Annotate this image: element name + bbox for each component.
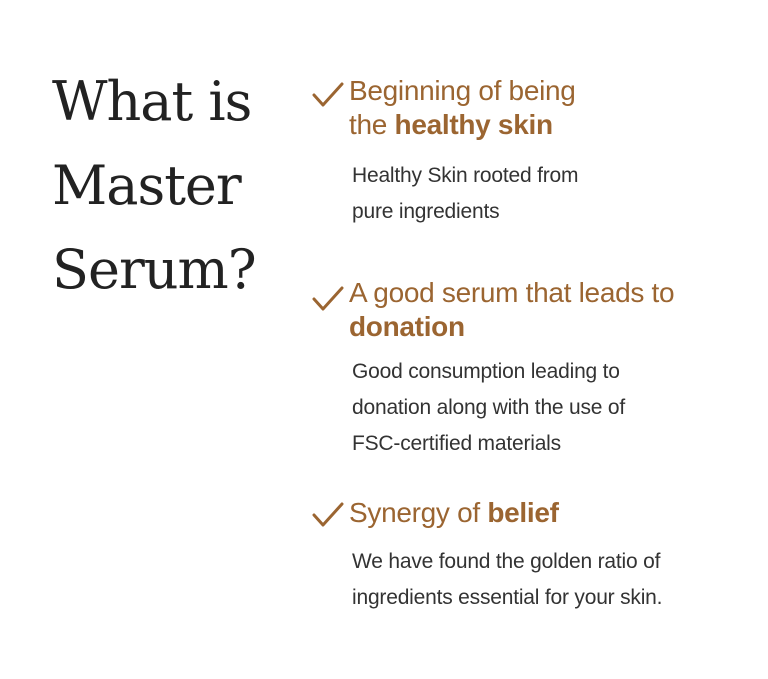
feature-description: Good consumption leading to donation alo… <box>352 354 625 462</box>
feature-heading-text: the <box>349 109 395 140</box>
feature-description: Healthy Skin rooted from pure ingredient… <box>352 158 579 230</box>
feature-description-line: Healthy Skin rooted from <box>352 164 579 187</box>
feature-heading-line: the healthy skin <box>349 108 576 142</box>
feature-heading: Synergy of belief <box>349 496 559 530</box>
feature-description-line: We have found the golden ratio of <box>352 550 661 573</box>
feature-heading-text: Synergy of <box>349 497 488 528</box>
checkmark-icon <box>312 82 344 108</box>
feature-description: We have found the golden ratio of ingred… <box>352 544 662 616</box>
feature-heading-line: Beginning of being <box>349 75 576 106</box>
feature-heading-line: Synergy of belief <box>349 496 559 530</box>
feature-heading-emphasis: donation <box>349 311 465 342</box>
feature-heading-line: donation <box>349 310 674 344</box>
feature-heading: A good serum that leads to donation <box>349 276 675 344</box>
checkmark-icon <box>312 286 344 312</box>
checkmark-icon <box>312 502 344 528</box>
feature-heading: Beginning of being the healthy skin <box>349 74 576 142</box>
feature-description-line: pure ingredients <box>352 200 500 223</box>
feature-description-line: FSC-certified materials <box>352 432 561 455</box>
feature-heading-emphasis: healthy skin <box>394 109 554 140</box>
feature-description-line: donation along with the use of <box>352 396 626 419</box>
title-line: Serum? <box>52 238 257 301</box>
feature-heading-emphasis: belief <box>487 497 559 528</box>
feature-heading-line: A good serum that leads to <box>349 277 675 308</box>
title-line: Master <box>52 154 242 217</box>
title-line: What is <box>52 70 252 133</box>
feature-description-line: ingredients essential for your skin. <box>352 586 663 609</box>
feature-description-line: Good consumption leading to <box>352 360 620 383</box>
page-title: What is Master Serum? <box>52 60 302 312</box>
